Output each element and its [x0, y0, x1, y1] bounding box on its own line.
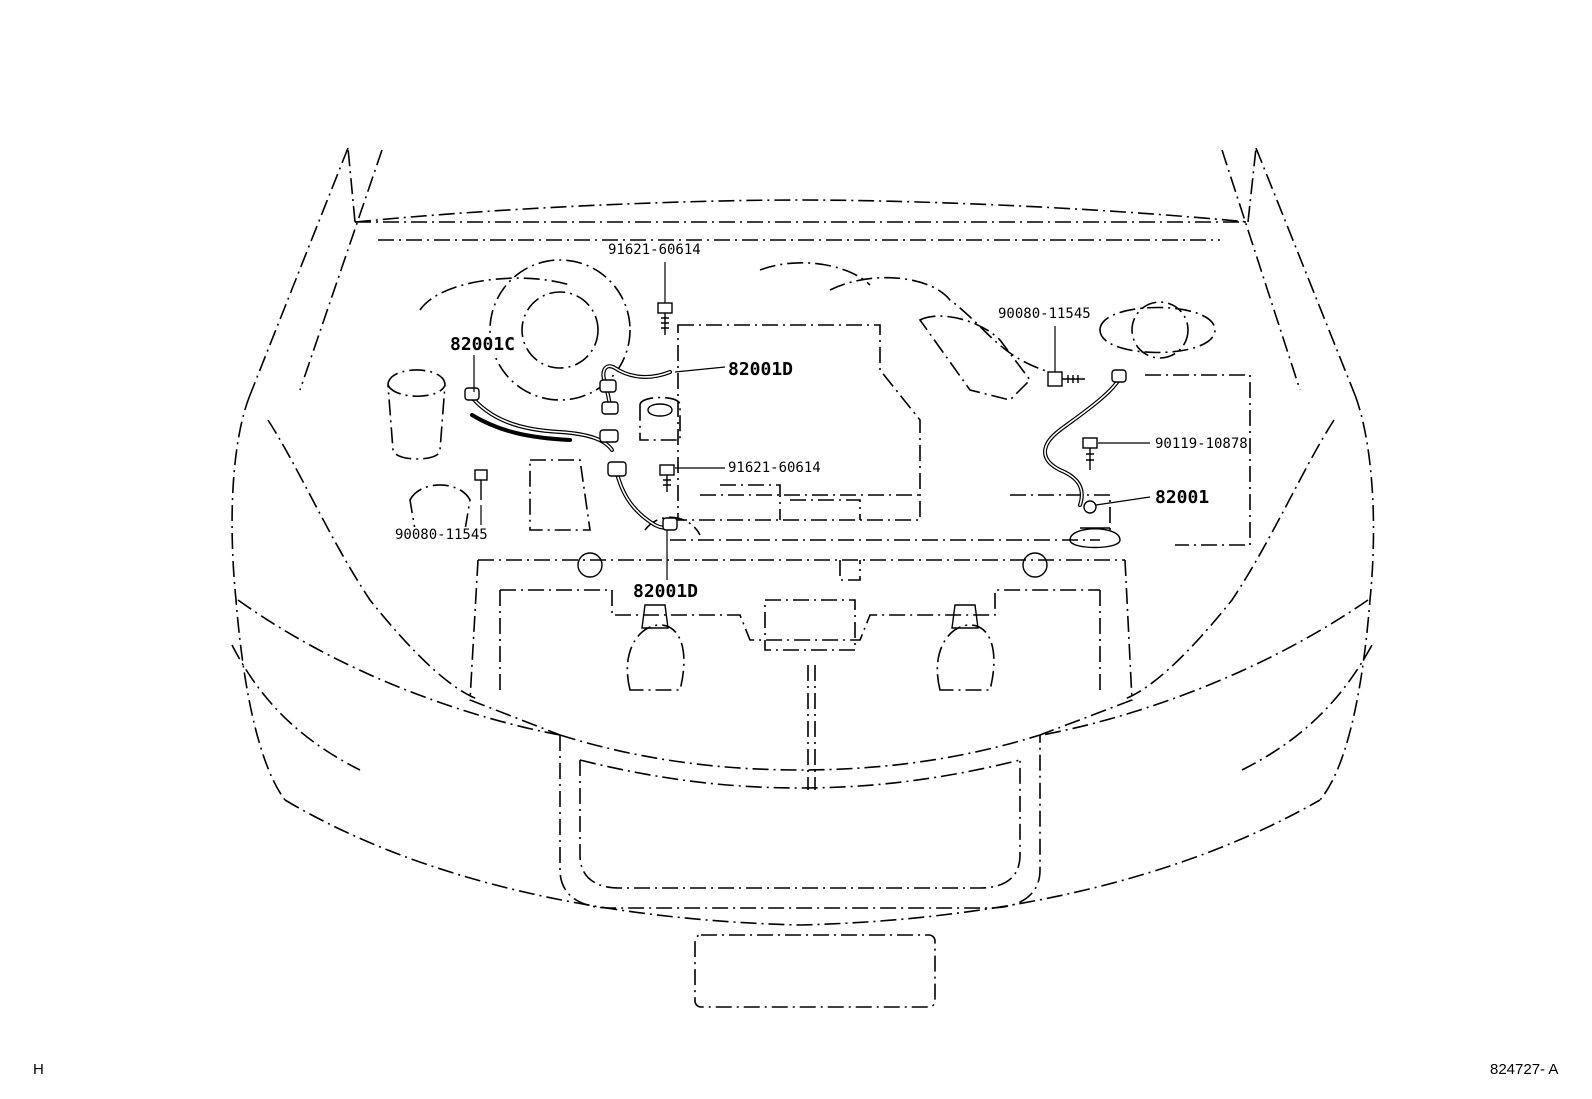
callout-82001: 82001	[1155, 487, 1210, 508]
bolt-91621-60614-center	[659, 464, 675, 492]
right-components	[759, 261, 1251, 549]
horn-left	[626, 604, 685, 691]
bolt-90080-11545-left	[474, 469, 488, 500]
bolt-91621-60614-top	[657, 302, 673, 335]
harness-82001	[1043, 369, 1127, 514]
harness-82001c	[464, 387, 619, 452]
callout-82001d-upper: 82001D	[728, 359, 794, 380]
callout-82001d-lower: 82001D	[633, 581, 699, 602]
callout-90119-10878: 90119-10878	[1155, 436, 1248, 452]
callout-90080-11545-right: 90080-11545	[998, 306, 1091, 322]
leader-lines	[473, 262, 1151, 580]
callout-82001c: 82001C	[450, 334, 516, 355]
callout-91621-60614-center: 91621-60614	[728, 460, 821, 476]
license-plate-outline	[694, 934, 936, 1008]
hood-outline	[249, 147, 1356, 396]
radiator-support	[469, 559, 1133, 790]
harness-82001d	[599, 364, 678, 531]
corner-mark: H	[33, 1061, 44, 1078]
left-components	[387, 259, 681, 531]
grille-outline	[559, 734, 1041, 909]
bolt-90119-10878	[1082, 437, 1098, 470]
figure-id: 824727- A	[1490, 1061, 1559, 1078]
callout-91621-60614-top: 91621-60614	[608, 242, 701, 258]
horn-right	[936, 604, 995, 691]
body-outline	[231, 394, 1375, 926]
callout-90080-11545-left: 90080-11545	[395, 527, 488, 543]
engine-block	[577, 324, 1100, 581]
bolt-90080-11545-right	[1047, 371, 1085, 387]
